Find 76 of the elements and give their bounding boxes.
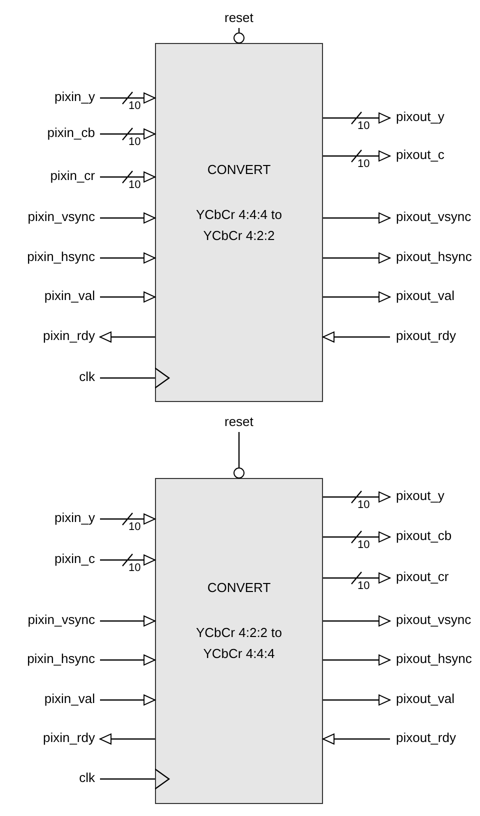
- signal-name: pixout_val: [396, 691, 455, 707]
- block-title: CONVERT: [206, 580, 272, 595]
- signal-arrow: [323, 616, 390, 626]
- signal-name: pixout_y: [396, 488, 444, 504]
- signal-name: reset: [224, 414, 254, 430]
- signal-name: pixin_vsync: [28, 209, 95, 225]
- signal-name: pixout_y: [396, 109, 444, 125]
- signal-name: pixout_rdy: [396, 730, 456, 746]
- signal-name: pixout_c: [396, 147, 444, 163]
- clock-input-line: [100, 768, 170, 790]
- signal-arrow: [323, 694, 390, 706]
- bus-width-label: 10: [128, 562, 141, 574]
- block-description: YCbCr 4:4:4 to YCbCr 4:2:2: [195, 206, 283, 244]
- signal-arrow: [323, 212, 390, 224]
- signal-arrow: [100, 292, 156, 302]
- signal-arrow: [100, 252, 156, 264]
- signal-name: pixout_rdy: [396, 328, 456, 344]
- signal-name: pixout_vsync: [396, 209, 472, 225]
- signal-name: pixin_cb: [47, 125, 95, 141]
- bus-width-label: 10: [128, 179, 141, 191]
- signal-arrow: [100, 734, 155, 744]
- signal-name: clk: [79, 369, 95, 385]
- signal-name: pixout_hsync: [396, 249, 472, 265]
- signal-arrow: [99, 127, 156, 141]
- signal-arrow: [100, 654, 156, 666]
- function-block: [155, 478, 323, 804]
- signal-name: pixin_y: [54, 89, 95, 105]
- signal-arrow: [100, 332, 155, 342]
- signal-arrow: [323, 252, 390, 264]
- signal-arrow: [323, 292, 390, 302]
- clock-input-line: [100, 367, 170, 389]
- signal-arrow: [322, 332, 390, 342]
- signal-arrow: [322, 111, 391, 125]
- bus-width-label: 10: [358, 580, 370, 592]
- bus-width-label: 10: [358, 499, 370, 511]
- signal-name: reset: [224, 10, 254, 26]
- bus-width-label: 10: [358, 158, 370, 170]
- block-title: CONVERT: [206, 162, 272, 176]
- signal-arrow: [99, 512, 156, 526]
- inverted-signal-line: [234, 432, 244, 478]
- signal-arrow: [99, 553, 156, 567]
- signal-name: pixout_val: [396, 288, 455, 304]
- inverted-signal-line: [234, 28, 244, 44]
- function-block: [155, 43, 323, 402]
- signal-name: pixin_val: [44, 691, 95, 707]
- block-description: YCbCr 4:2:2 to YCbCr 4:4:4: [195, 624, 283, 663]
- signal-name: clk: [79, 770, 95, 786]
- signal-name: pixin_hsync: [27, 249, 95, 265]
- signal-name: pixin_cr: [50, 168, 95, 184]
- bus-width-label: 10: [358, 539, 370, 551]
- bus-width-label: 10: [358, 120, 370, 132]
- signal-arrow: [99, 170, 156, 184]
- signal-arrow: [323, 654, 390, 666]
- signal-name: pixin_rdy: [42, 328, 95, 344]
- signal-name: pixout_vsync: [396, 612, 472, 628]
- signal-name: pixin_c: [54, 551, 95, 567]
- signal-name: pixin_y: [54, 510, 95, 526]
- signal-arrow: [100, 616, 156, 626]
- signal-name: pixout_cb: [396, 528, 452, 544]
- signal-name: pixin_val: [44, 288, 95, 304]
- signal-arrow: [322, 571, 391, 585]
- signal-name: pixout_cr: [396, 569, 449, 585]
- bus-width-label: 10: [128, 521, 141, 533]
- signal-name: pixin_rdy: [42, 730, 95, 746]
- signal-arrow: [322, 149, 391, 163]
- signal-arrow: [100, 212, 156, 224]
- signal-name: pixout_hsync: [396, 651, 472, 667]
- signal-arrow: [99, 91, 156, 105]
- bus-width-label: 10: [128, 136, 141, 148]
- signal-arrow: [322, 734, 390, 744]
- signal-name: pixin_vsync: [28, 612, 95, 628]
- signal-arrow: [322, 490, 391, 504]
- signal-name: pixin_hsync: [27, 651, 95, 667]
- bus-width-label: 10: [128, 100, 141, 112]
- signal-arrow: [100, 694, 156, 706]
- signal-arrow: [322, 530, 391, 544]
